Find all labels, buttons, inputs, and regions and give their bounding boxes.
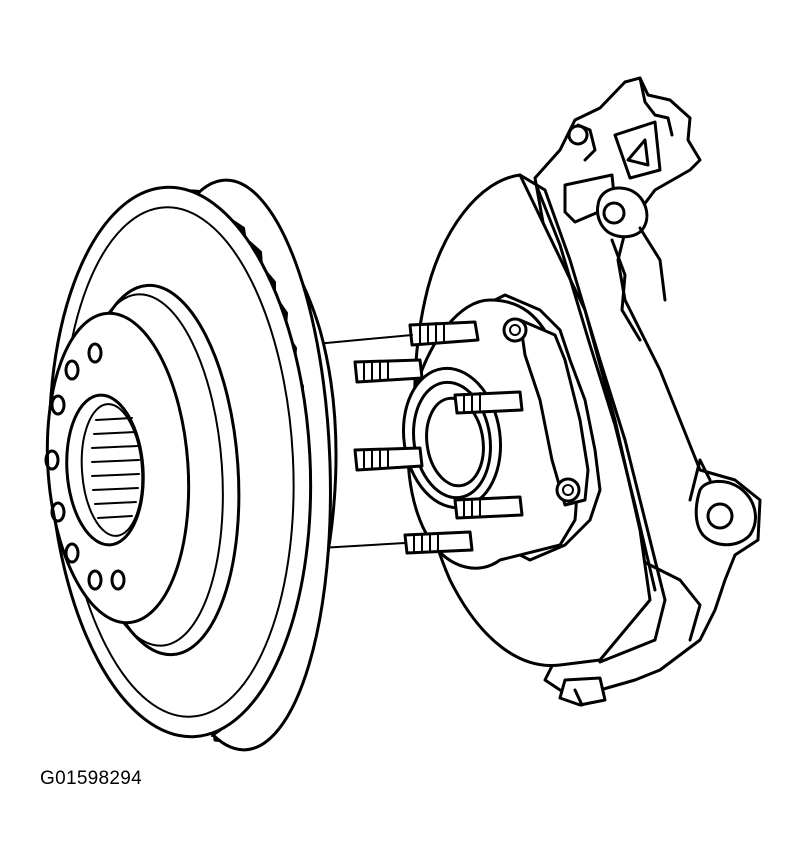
- steering-knuckle: [533, 76, 762, 707]
- center-bore-splines: [91, 417, 140, 519]
- rotor-lug-holes: [44, 342, 126, 591]
- brake-rotor: [44, 178, 338, 752]
- wheel-studs: [353, 320, 524, 555]
- figure-code: G01598294: [40, 768, 143, 789]
